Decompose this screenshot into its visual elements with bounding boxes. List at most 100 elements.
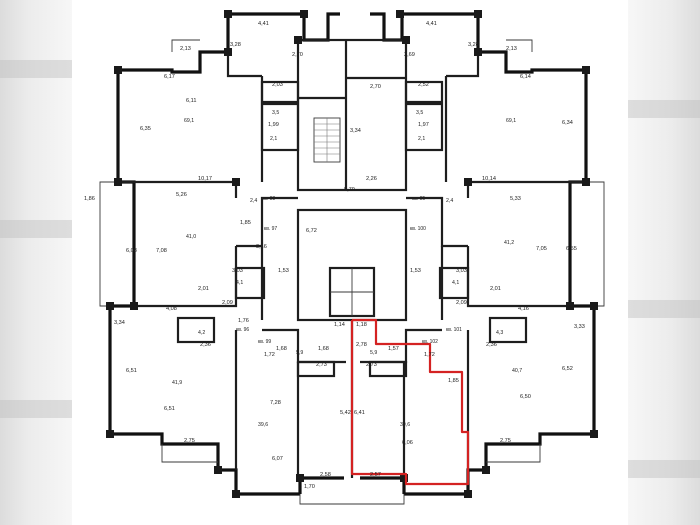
balcony-top-left: [171, 39, 200, 52]
bath: [260, 102, 300, 152]
dim: 6,51: [164, 406, 175, 412]
dim: 6,14: [520, 74, 531, 80]
dim: 2,13: [180, 46, 191, 52]
dim: 6,50: [520, 394, 531, 400]
bath: [234, 266, 266, 300]
dim: 1,72: [264, 352, 275, 358]
dim: 4,41: [258, 21, 269, 27]
wc: [260, 80, 300, 104]
dim: 1,57: [388, 346, 399, 352]
core-stair-lift: [296, 38, 408, 192]
apartment-number: кв. 99: [258, 339, 271, 345]
floor-plan-drawing: 4,41 4,41 2,13 2,13 3,28 2,70 2,69 3,28 …: [84, 10, 605, 505]
dim: 3,33: [574, 324, 585, 330]
dim: 6,52: [562, 366, 573, 372]
dim: 2,03: [272, 82, 283, 88]
balcony-top-right: [506, 39, 533, 52]
dim: 10,14: [482, 176, 496, 182]
left-blur-band: [0, 60, 72, 78]
bath: [176, 316, 216, 344]
dim: 1,68: [276, 346, 287, 352]
dim: 6,55: [566, 246, 577, 252]
dim: 2,73: [366, 362, 377, 368]
dim: 6,41: [354, 410, 365, 416]
dim: 5,79: [344, 187, 355, 193]
room-area: 39,6: [400, 422, 410, 428]
room-area: 41,9: [172, 380, 182, 386]
balcony-left: [99, 181, 118, 307]
dim: 2,36: [486, 342, 497, 348]
dim: 2,75: [500, 438, 511, 444]
dim: 6,07: [272, 456, 283, 462]
dim: 2,52: [418, 82, 429, 88]
room-area: 69,1: [506, 118, 516, 124]
dim: 6,11: [186, 98, 196, 104]
room-area: 4,1: [452, 280, 459, 286]
room-area: 39,6: [258, 422, 268, 428]
wall-int: [466, 246, 570, 308]
right-blur-band: [628, 100, 700, 118]
dim: 4,16: [518, 306, 529, 312]
room-area: 2,1: [418, 136, 425, 142]
right-blur-band: [628, 300, 700, 318]
right-blur-band: [628, 460, 700, 478]
dim: 5,26: [176, 192, 187, 198]
dim: 3,28: [230, 42, 241, 48]
stair-steps: [314, 118, 340, 162]
room-area-labels: 69,1 69,1 41,0 41,2 41,9 40,7 39,6 39,6 …: [172, 110, 522, 428]
dim: 2,36: [200, 342, 211, 348]
dim: 2,13: [506, 46, 517, 52]
room-area: 41,0: [186, 234, 196, 240]
dim: 1,70: [304, 484, 315, 490]
dim: 2,75: [184, 438, 195, 444]
dim: 1,72: [424, 352, 435, 358]
dim: 6,17: [164, 74, 175, 80]
dim: 1,86: [84, 196, 95, 202]
wall-bottom-left: [108, 304, 300, 496]
dim: 3,03: [232, 268, 243, 274]
dim: 2,26: [366, 176, 377, 182]
room-area: 3,5: [416, 110, 423, 116]
dim: 6,35: [140, 126, 151, 132]
dim: 2,57: [370, 472, 381, 478]
left-blur-band: [0, 400, 72, 418]
balcony-bottom-right: [486, 444, 541, 463]
apartment-number: кв. 98: [262, 196, 275, 202]
dim: 4,41: [426, 21, 437, 27]
dim: 2,70: [292, 52, 303, 58]
dim: 3,03: [456, 268, 467, 274]
dim: 2,69: [404, 52, 415, 58]
balconies: [99, 39, 605, 505]
room-area: 5,9: [370, 350, 377, 356]
dim: 6,08: [126, 248, 137, 254]
apartment-labels: кв. 98 кв. 95 кв. 97 кв. 100 кв. 96 кв. …: [236, 196, 462, 345]
dim: 6,51: [126, 368, 137, 374]
wall-int: [466, 180, 586, 198]
dim: 2,78: [356, 342, 367, 348]
dim: 2,70: [370, 84, 381, 90]
wall-top-left-outer: [116, 14, 230, 182]
dim: 1,97: [418, 122, 429, 128]
dim: 2,09: [456, 300, 467, 306]
highlighted-apartment-outline: [350, 318, 470, 486]
balcony-bottom-left: [161, 444, 218, 463]
wall-top-left: [228, 12, 340, 42]
room-area: 2,1: [270, 136, 277, 142]
dimension-labels: 4,41 4,41 2,13 2,13 3,28 2,70 2,69 3,28 …: [84, 21, 585, 490]
room-area: 41,2: [504, 240, 514, 246]
wall-right-upper: [568, 180, 586, 306]
dim: 2,01: [490, 286, 501, 292]
bath: [404, 102, 444, 152]
left-blur-band: [0, 220, 72, 238]
room-area: 2,4: [250, 198, 257, 204]
dim: 1,14: [334, 322, 345, 328]
dim: 1,68: [318, 346, 329, 352]
wet-rooms: [176, 80, 528, 378]
wall-int: [446, 52, 480, 78]
dim: 2,09: [222, 300, 233, 306]
room-area: 3,5: [272, 110, 279, 116]
wall-left-upper: [118, 180, 136, 306]
dim: 3,28: [468, 42, 479, 48]
dim: 3,16: [256, 244, 267, 250]
wc: [404, 80, 444, 104]
